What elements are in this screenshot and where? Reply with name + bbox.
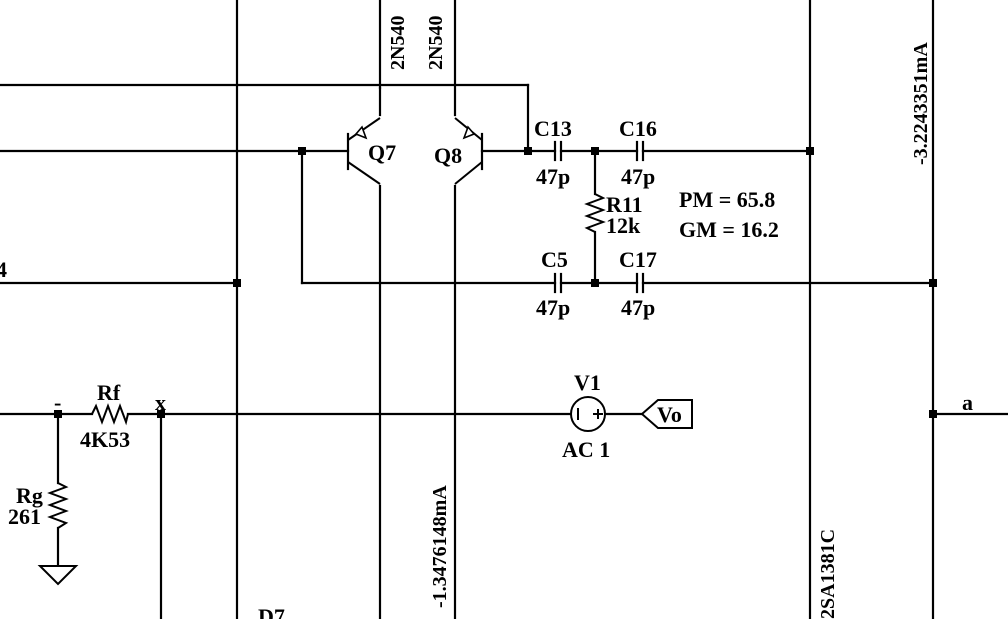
- c13-value-label: 47p: [536, 164, 570, 189]
- transistor-2sa1381c-label: 2SA1381C: [817, 529, 839, 619]
- c16-value-label: 47p: [621, 164, 655, 189]
- v1-ref-label: V1: [574, 370, 601, 395]
- rg-value-label: 261: [8, 504, 41, 529]
- net-flag-vo[interactable]: Vo: [640, 399, 693, 429]
- junction-dot: [591, 279, 599, 287]
- resistor-zigzag: [47, 482, 69, 529]
- q7-collector-leg: [347, 161, 381, 185]
- capacitor-c5[interactable]: C5 47p: [536, 247, 570, 320]
- c13-ref-label: C13: [534, 116, 572, 141]
- net-label-a: a: [962, 390, 973, 415]
- ground-icon: [37, 565, 79, 586]
- q8-ref-label: Q8: [434, 143, 462, 168]
- phase-margin-text: PM = 65.8: [679, 187, 775, 212]
- resistor-zigzag: [584, 193, 606, 233]
- transistor-q8[interactable]: Q8 2N540: [425, 16, 484, 185]
- q7-emitter-leg: [347, 117, 381, 141]
- v1-value-label: AC 1: [562, 437, 610, 462]
- junction-dots: [54, 147, 937, 418]
- junction-dot: [929, 410, 937, 418]
- gain-margin-text: GM = 16.2: [679, 217, 779, 242]
- ac-source-icon: [570, 396, 606, 432]
- junction-dot: [591, 147, 599, 155]
- transistor-q7[interactable]: Q7 2N540: [346, 16, 409, 185]
- net-label-x: x: [155, 390, 166, 415]
- junction-dot: [298, 147, 306, 155]
- c5-ref-label: C5: [541, 247, 568, 272]
- current-annotation-q8-collector: -1.3476148mA: [429, 485, 451, 608]
- rf-ref-label: Rf: [97, 380, 121, 405]
- junction-dot: [54, 410, 62, 418]
- c5-value-label: 47p: [536, 295, 570, 320]
- junction-dot: [524, 147, 532, 155]
- c17-ref-label: C17: [619, 247, 657, 272]
- net-flag-icon: [640, 399, 693, 429]
- resistor-zigzag: [91, 403, 129, 426]
- rg-ref-label: Rg: [16, 483, 43, 508]
- device-d7-label: D7: [258, 604, 285, 619]
- net-label-minus: -: [54, 390, 61, 415]
- c17-value-label: 47p: [621, 295, 655, 320]
- junction-dot: [806, 147, 814, 155]
- voltage-source-v1[interactable]: V1 AC 1: [562, 370, 610, 462]
- q8-collector-leg: [454, 161, 483, 185]
- junction-dot: [929, 279, 937, 287]
- resistor-rg[interactable]: Rg 261: [8, 482, 69, 529]
- junction-dot: [157, 410, 165, 418]
- vo-net-label: Vo: [657, 402, 682, 427]
- q8-model-label: 2N540: [425, 16, 447, 70]
- junction-dot: [233, 279, 241, 287]
- q8-emitter-arrow-icon: [462, 125, 476, 140]
- r11-ref-label: R11: [606, 192, 643, 217]
- q7-ref-label: Q7: [368, 140, 396, 165]
- rf-value-label: 4K53: [80, 427, 130, 452]
- resistor-rf[interactable]: Rf 4K53: [80, 380, 130, 452]
- r11-value-label: 12k: [606, 213, 641, 238]
- capacitor-c16[interactable]: C16 47p: [619, 116, 657, 189]
- q7-emitter-arrow-icon: [354, 125, 368, 140]
- current-annotation-right-rail: -3.2243351mA: [910, 42, 932, 165]
- c16-ref-label: C16: [619, 116, 657, 141]
- q7-model-label: 2N540: [387, 16, 409, 70]
- capacitor-c17[interactable]: C17 47p: [619, 247, 657, 320]
- resistor-r11[interactable]: R11 12k: [584, 192, 643, 238]
- net-label-left-edge: 4: [0, 257, 7, 282]
- capacitor-c13[interactable]: C13 47p: [534, 116, 572, 189]
